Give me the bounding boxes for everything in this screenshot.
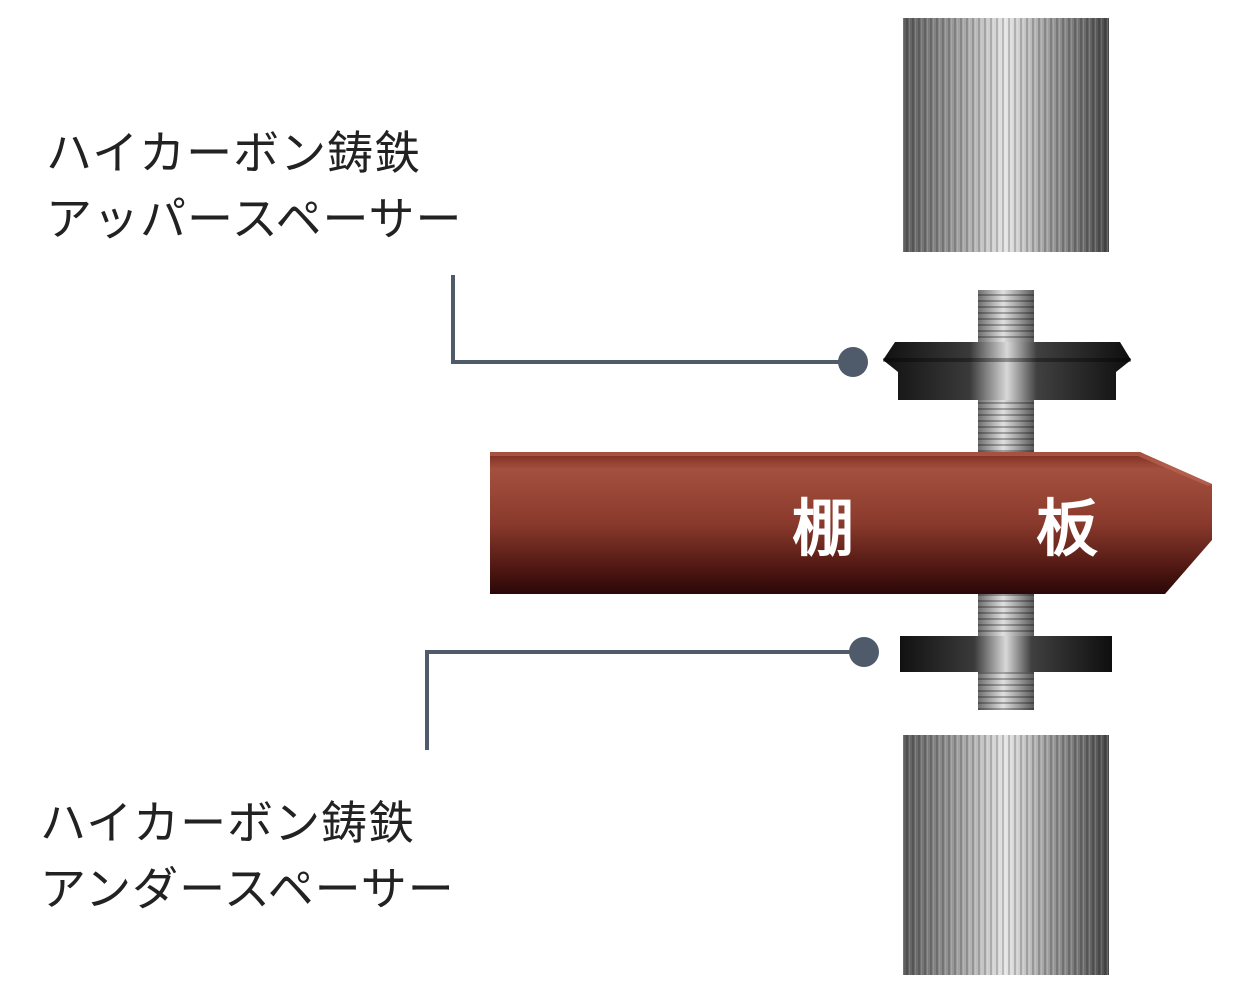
shelf-label: 棚 板 — [792, 492, 1158, 565]
upper-spacer-label: ハイカーボン鋳鉄 アッパースペーサー — [46, 120, 463, 252]
under-spacer-label: ハイカーボン鋳鉄 アンダースペーサー — [40, 790, 455, 922]
under-spacer-material: ハイカーボン鋳鉄 — [40, 796, 416, 850]
under-spacer-name: アンダースペーサー — [40, 862, 455, 916]
upper-spacer-name: アッパースペーサー — [46, 192, 463, 246]
upper-leader-line — [451, 275, 868, 377]
under-leader-line — [425, 637, 879, 750]
upper-spacer — [883, 342, 1131, 400]
upper-leader-dot — [838, 347, 868, 377]
upper-spacer-material: ハイカーボン鋳鉄 — [46, 126, 422, 180]
under-leader-dot — [849, 637, 879, 667]
under-spacer — [900, 636, 1112, 672]
shelf-board: 棚 板 — [490, 452, 1212, 594]
lower-column — [903, 735, 1109, 975]
upper-column — [903, 18, 1109, 252]
